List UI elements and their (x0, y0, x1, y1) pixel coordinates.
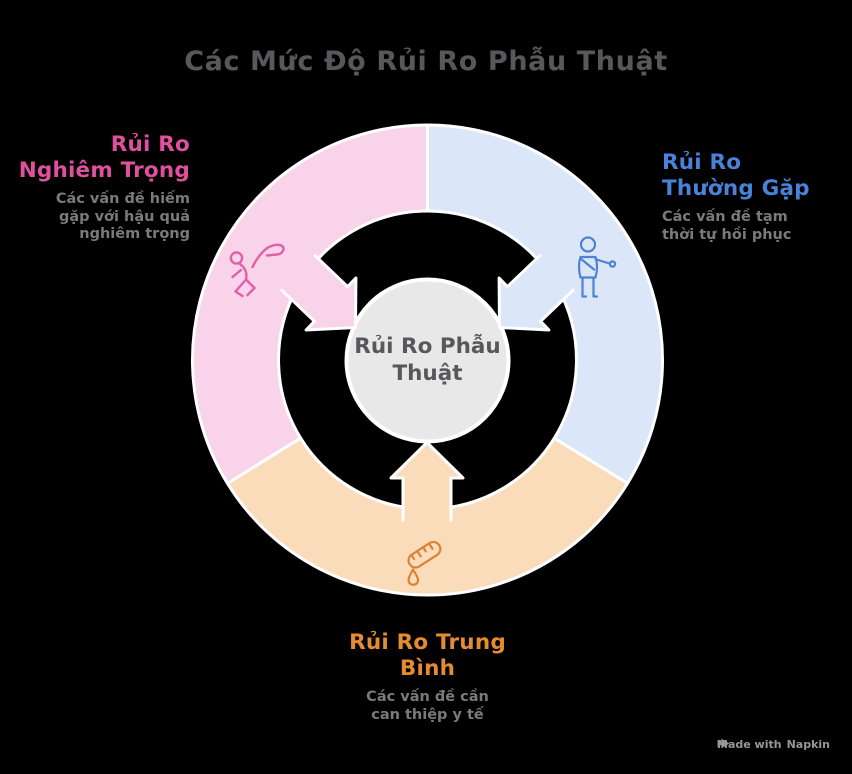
label-serious-risk-description: Các vấn đề hiếm gặp với hậu quả nghiêm t… (55, 191, 190, 242)
label-medium-risk: Rủi Ro Trung Bình Các vấn đề cần can thi… (287, 630, 568, 724)
page-title: Các Mức Độ Rủi Ro Phẫu Thuật (184, 46, 668, 77)
segment-serious-risk (191, 123, 429, 485)
label-medium-risk-heading: Rủi Ro Trung Bình (349, 630, 506, 681)
label-common-risk-heading: Rủi Ro Thường Gặp (662, 150, 810, 201)
label-common-risk-description: Các vấn đề tạm thời tự hồi phục (662, 209, 792, 243)
person-arm-sling-icon (577, 236, 617, 298)
made-with-napkin-credit: Made with Napkin (717, 738, 830, 751)
segment-common-risk (426, 123, 664, 485)
arrow-medium-to-center (389, 441, 465, 522)
test-tube-drop-icon (407, 540, 442, 586)
label-serious-risk-heading: Rủi Ro Nghiêm Trọng (18, 132, 190, 183)
napkin-logo-icon (717, 738, 730, 749)
arrow-common-to-center (497, 254, 575, 332)
napkin-brand-text: Napkin (786, 738, 830, 751)
label-common-risk: Rủi Ro Thường Gặp Các vấn đề tạm thời tự… (662, 150, 852, 244)
person-falling-icon (229, 243, 285, 298)
label-serious-risk: Rủi Ro Nghiêm Trọng Các vấn đề hiếm gặp … (0, 132, 190, 244)
made-with-text: Made with (717, 738, 782, 751)
center-hub-label: Rủi Ro Phẫu Thuật (354, 334, 501, 386)
arrow-serious-to-center (280, 254, 358, 332)
label-medium-risk-description: Các vấn đề cần can thiệp y tế (366, 689, 489, 723)
